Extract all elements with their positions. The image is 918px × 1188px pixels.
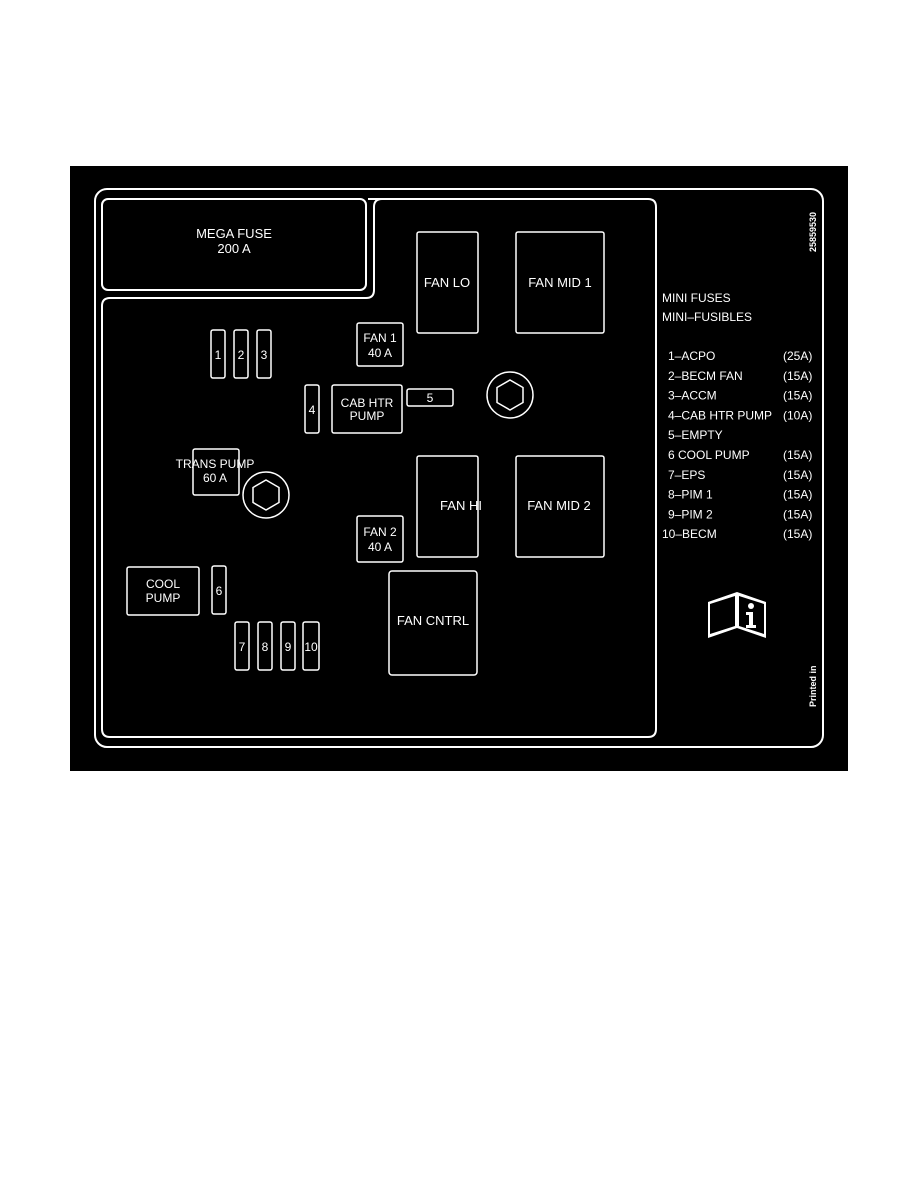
mini-fuse-2	[233, 329, 249, 379]
legend-item-name: 10–BECM	[662, 527, 717, 541]
fuse-fan2-rating: 40 A	[368, 540, 392, 554]
legend-item-rating: (15A)	[783, 488, 812, 502]
legend-item-rating: (25A)	[783, 349, 812, 363]
fuse-trans-pump-label: TRANS PUMP	[176, 457, 255, 471]
hex-bolt-icon	[242, 471, 290, 519]
relay-fan-hi	[416, 455, 479, 558]
fuse-trans-pump-rating: 60 A	[203, 471, 227, 485]
legend-item-name: 5–EMPTY	[668, 428, 723, 442]
fuse-fan1	[356, 322, 404, 367]
mini-fuse-6	[211, 565, 227, 615]
mega-fuse-label: MEGA FUSE	[196, 226, 272, 241]
legend-item-name: 3–ACCM	[668, 389, 717, 403]
mini-fuse-3-label: 3	[261, 348, 268, 362]
relay-fan-hi-label: FAN HI	[440, 498, 482, 513]
mini-fuse-7-label: 7	[239, 640, 246, 654]
hex-bolt-icon	[486, 371, 534, 419]
fuse-fan1-rating: 40 A	[368, 346, 392, 360]
relay-fan-mid1	[515, 231, 605, 334]
mini-fuse-5-label: 5	[427, 391, 434, 405]
legend-item-name: 2–BECM FAN	[668, 369, 743, 383]
legend-item-rating: (15A)	[783, 527, 812, 541]
legend-item-rating: (15A)	[783, 507, 812, 521]
fuse-cool-pump-label: COOL	[146, 577, 180, 591]
outer-border	[94, 188, 824, 748]
mini-fuse-9-label: 9	[285, 640, 292, 654]
legend-item-rating: (15A)	[783, 369, 812, 383]
mini-fuse-4-label: 4	[309, 403, 316, 417]
legend-subtitle: MINI–FUSIBLES	[662, 310, 752, 324]
manual-info-icon	[708, 592, 766, 638]
fuse-cool-pump	[126, 566, 200, 616]
mini-fuse-8	[257, 621, 273, 671]
legend-item-name: 6 COOL PUMP	[668, 448, 750, 462]
mini-fuse-3	[256, 329, 272, 379]
inner-panel	[101, 198, 657, 738]
legend-item-rating: (15A)	[783, 389, 812, 403]
legend-item-name: 4–CAB HTR PUMP	[668, 408, 772, 422]
fuse-fan2	[356, 515, 404, 563]
relay-fan-mid2	[515, 455, 605, 558]
fuse-fan2-label: FAN 2	[363, 525, 397, 539]
legend-title: MINI FUSES	[662, 291, 731, 305]
legend-item-name: 8–PIM 1	[668, 488, 713, 502]
mini-fuse-9	[280, 621, 296, 671]
mini-fuse-7	[234, 621, 250, 671]
mini-fuse-6-label: 6	[216, 584, 223, 598]
mega-fuse-box	[101, 198, 367, 291]
relay-fan-mid1-label: FAN MID 1	[528, 275, 592, 290]
diagram-background	[70, 166, 848, 771]
legend-item-rating: (15A)	[783, 448, 812, 462]
fuse-cab-htr-pump-label2: PUMP	[350, 409, 385, 423]
legend-item-rating: (15A)	[783, 468, 812, 482]
fuse-cool-pump-label2: PUMP	[146, 591, 181, 605]
legend-item-name: 9–PIM 2	[668, 507, 713, 521]
mini-fuse-1-label: 1	[215, 348, 222, 362]
legend-item-name: 7–EPS	[668, 468, 705, 482]
printed-in: Printed in	[808, 665, 818, 707]
mini-fuse-8-label: 8	[262, 640, 269, 654]
mini-fuse-2-label: 2	[238, 348, 245, 362]
fuse-cab-htr-pump	[331, 384, 403, 434]
part-number: 25859530	[808, 212, 818, 252]
fuse-cab-htr-pump-label: CAB HTR	[341, 396, 394, 410]
mini-fuse-4	[304, 384, 320, 434]
fuse-trans-pump	[192, 448, 240, 496]
fuse-fan1-label: FAN 1	[363, 331, 397, 345]
fuse-box-diagram: MEGA FUSE 200 A FAN LO FAN MID 1 FAN HI …	[70, 166, 848, 771]
legend-item-rating: (10A)	[783, 408, 812, 422]
mega-fuse-rating: 200 A	[217, 241, 251, 256]
relay-fan-cntrl-label: FAN CNTRL	[397, 613, 469, 628]
legend-list: 1–ACPO (25A) 2–BECM FAN (15A) 3–ACCM (15A) 4–C…	[662, 349, 812, 541]
mini-fuse-1	[210, 329, 226, 379]
relay-fan-lo	[416, 231, 479, 334]
mini-fuse-10-label: 10	[304, 640, 318, 654]
relay-fan-lo-label: FAN LO	[424, 275, 470, 290]
relay-fan-cntrl	[388, 570, 478, 676]
mini-fuse-10	[302, 621, 320, 671]
legend-item-name: 1–ACPO	[668, 349, 715, 363]
relay-fan-mid2-label: FAN MID 2	[527, 498, 591, 513]
mini-fuse-5	[406, 388, 454, 407]
